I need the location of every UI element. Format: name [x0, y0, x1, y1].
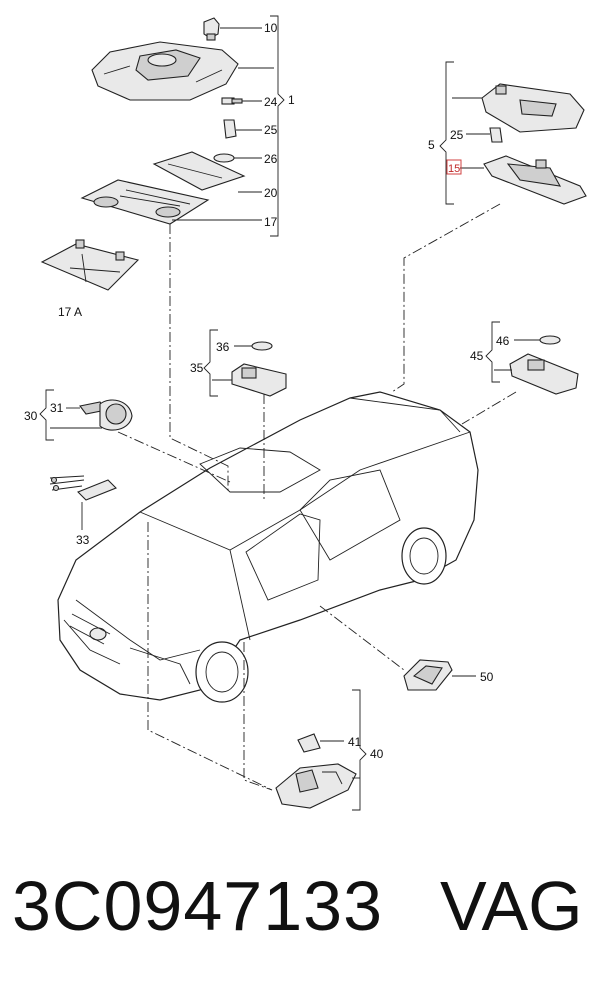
- part-33-switch: [49, 475, 117, 501]
- label-30: 30: [24, 409, 38, 423]
- leader-50: [319, 605, 405, 671]
- part-1-roof-console: [91, 41, 239, 101]
- leader-group5: [391, 203, 501, 393]
- part-17-cover: [80, 179, 210, 225]
- label-35: 35: [190, 361, 204, 375]
- part-15-lamp-unit: [483, 155, 587, 205]
- part-30-lamp: [99, 399, 133, 431]
- label-26: 26: [264, 152, 278, 166]
- label-40: 40: [370, 747, 384, 761]
- label-17: 17: [264, 215, 278, 229]
- part-5-console: [481, 83, 585, 133]
- label-33: 33: [76, 533, 90, 547]
- label-5: 5: [428, 138, 435, 152]
- label-25a: 25: [264, 123, 278, 137]
- label-10: 10: [264, 21, 278, 35]
- label-24: 24: [264, 95, 278, 109]
- part-36-bulb: [251, 341, 273, 351]
- label-50: 50: [480, 670, 494, 684]
- label-15: 15: [448, 163, 460, 175]
- leader-30: [117, 431, 231, 483]
- highlight-box-15: [446, 159, 462, 175]
- leader-group1: [169, 224, 229, 492]
- label-17a: 17 A: [58, 305, 82, 319]
- part-46-bulb: [539, 335, 561, 345]
- leader-40-left: [147, 522, 273, 791]
- part-24-screw: [221, 97, 243, 105]
- part-35-lamp: [231, 363, 287, 397]
- part-10-bulb-holder: [203, 17, 220, 41]
- leader-45: [461, 391, 517, 425]
- part-45-lamp: [509, 353, 579, 395]
- part-50-lamp: [403, 659, 453, 691]
- parts-diagram: 10 24 25 26 20 17 1 17: [24, 15, 587, 811]
- brand-caption: VAG: [440, 867, 583, 945]
- label-25b: 25: [450, 128, 464, 142]
- label-31: 31: [50, 401, 64, 415]
- part-40-lamp: [275, 763, 357, 809]
- car-illustration: [57, 391, 479, 703]
- label-1: 1: [288, 93, 295, 107]
- label-46: 46: [496, 334, 510, 348]
- part-20-lens: [152, 151, 246, 191]
- part-26-festoon-bulb: [213, 153, 235, 163]
- part-number-caption: 3C0947133: [12, 867, 383, 945]
- label-41: 41: [348, 735, 362, 749]
- leader-40-right: [243, 642, 273, 791]
- label-20: 20: [264, 186, 278, 200]
- part-41-bulb: [297, 733, 321, 753]
- part-25-bulb-right: [489, 127, 503, 143]
- label-45: 45: [470, 349, 484, 363]
- label-36: 36: [216, 340, 230, 354]
- part-17a-cover: [40, 239, 140, 291]
- part-25-bulb: [223, 119, 237, 139]
